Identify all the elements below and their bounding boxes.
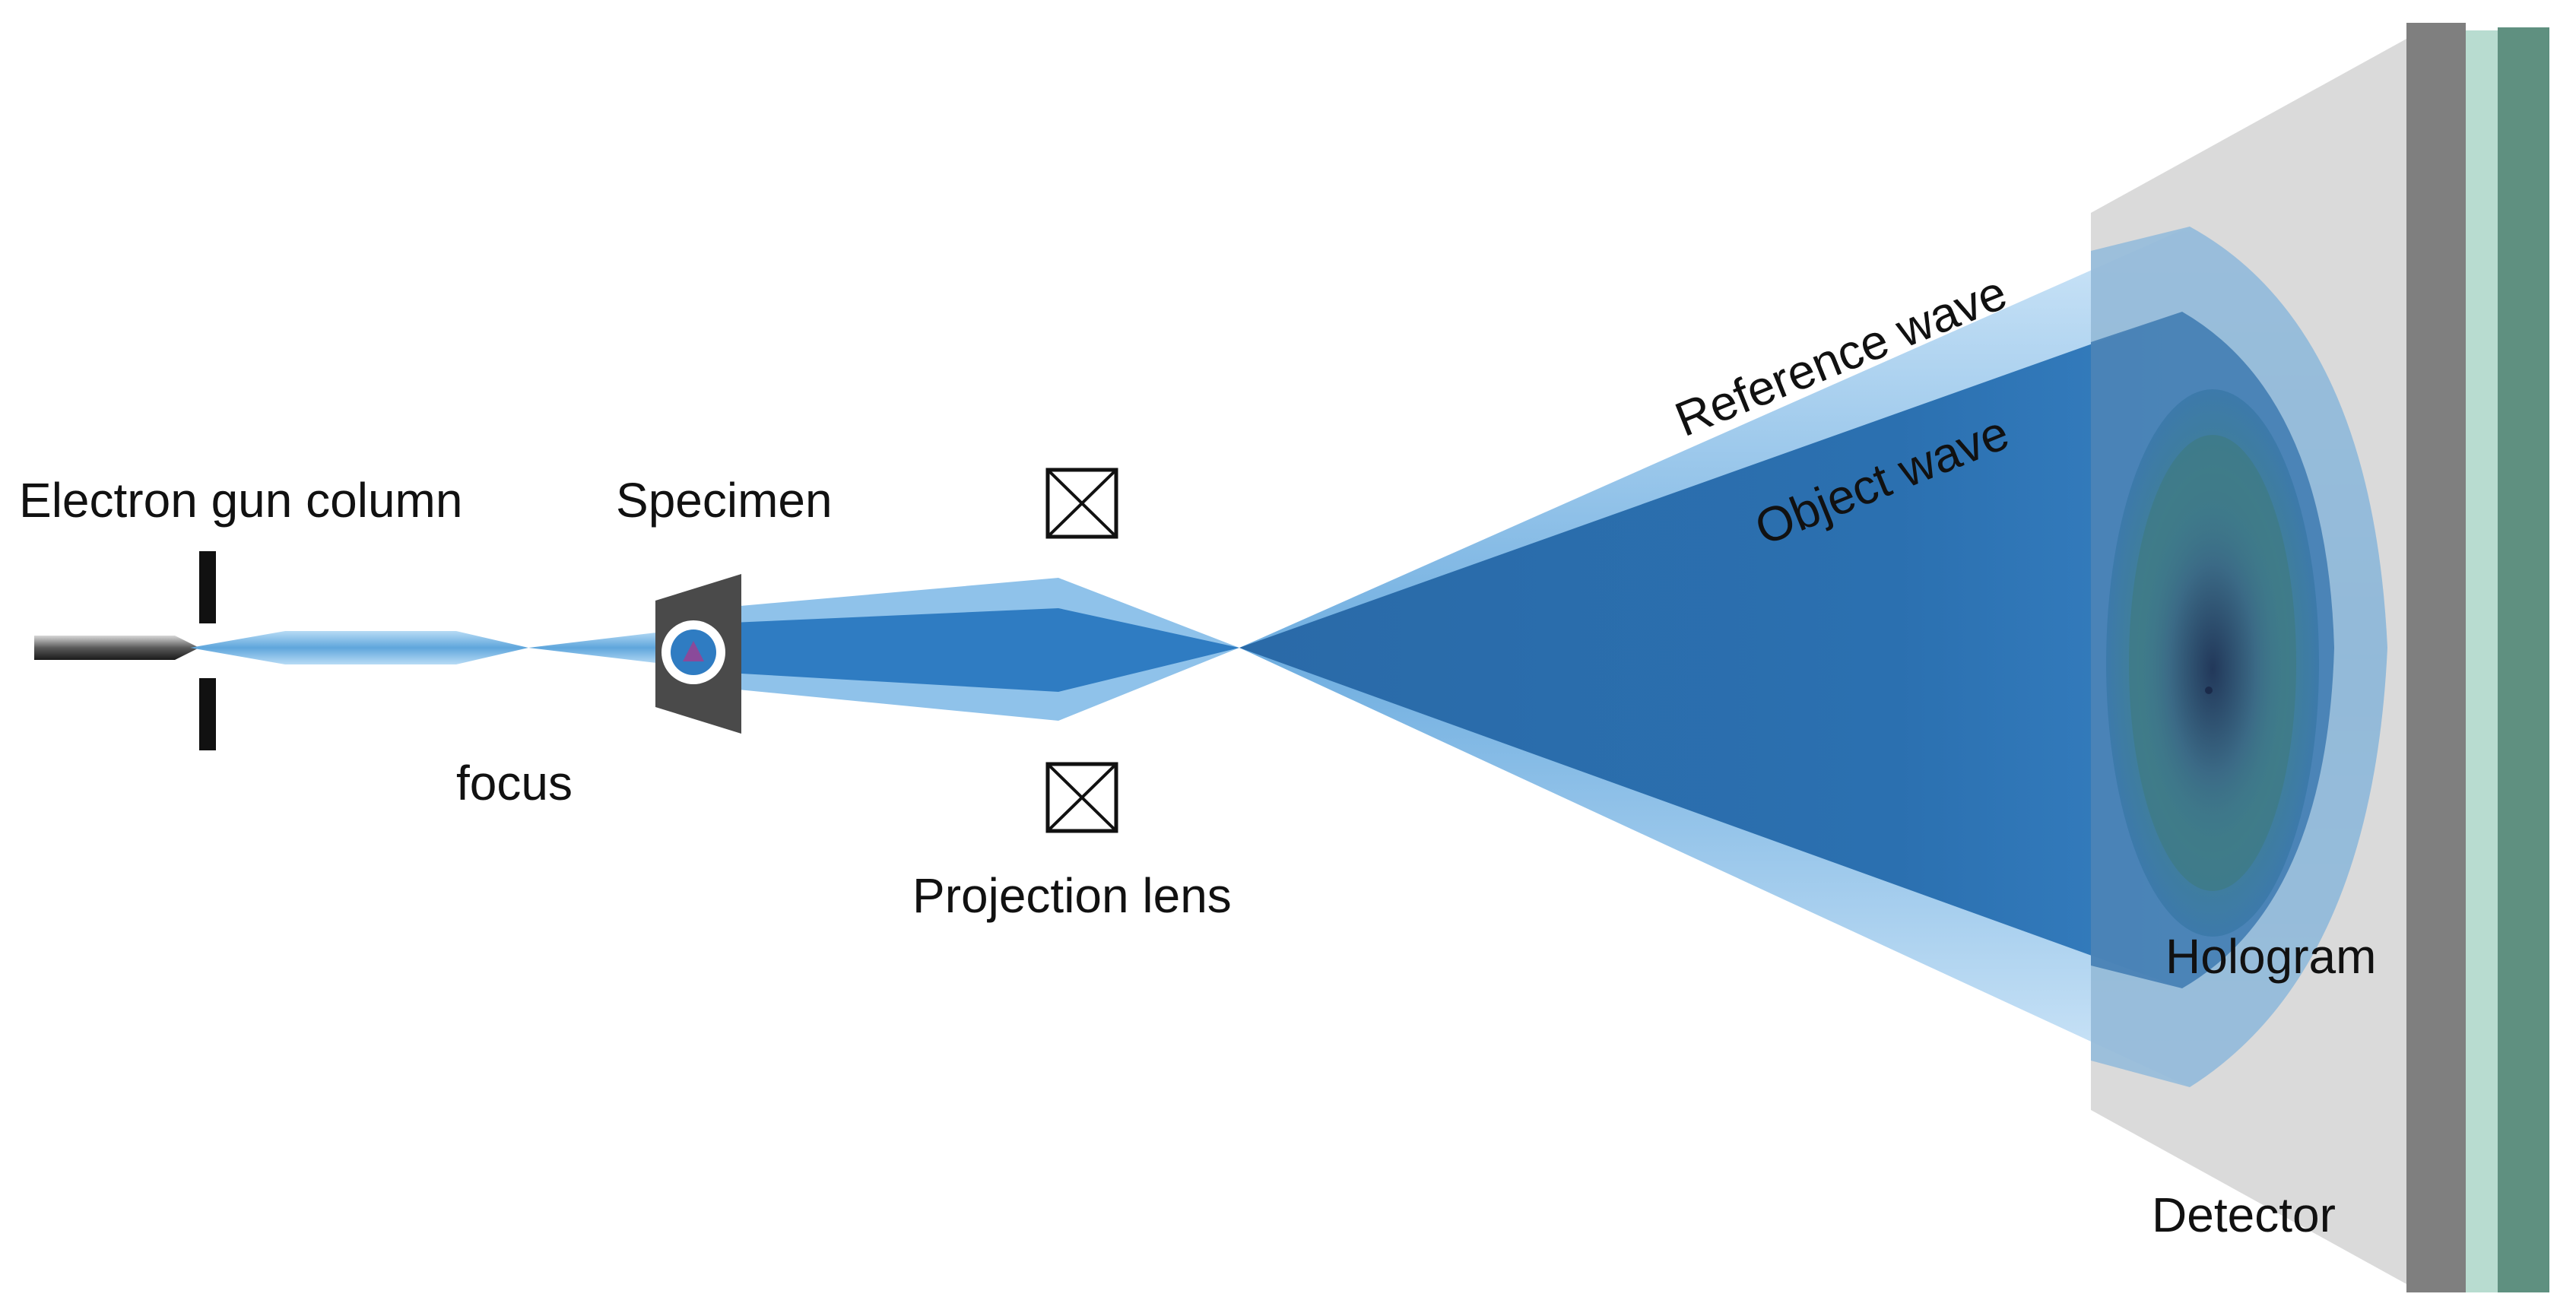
- beam-focus-to-specimen: [528, 631, 669, 664]
- electron-gun-column-label: Electron gun column: [19, 473, 462, 528]
- detector-plate-dark: [2406, 23, 2466, 1292]
- beam-specimen-to-lens-inner: [715, 608, 1239, 692]
- object-wave-cone: [1239, 312, 2334, 988]
- detector-plate-mint: [2466, 30, 2498, 1292]
- hologram-label: Hologram: [2165, 929, 2376, 984]
- electron-gun-tip: [34, 636, 199, 660]
- aperture-top-bar: [199, 551, 216, 623]
- projection-lens-label: Projection lens: [912, 868, 1232, 923]
- boxed-x-icon: [1045, 468, 1118, 539]
- detector-label: Detector: [2152, 1188, 2336, 1242]
- hologram-center-dot: [2205, 687, 2213, 694]
- beam-gun-to-focus: [190, 631, 528, 664]
- specimen-sample: [683, 641, 704, 661]
- hologram-core: [2140, 494, 2285, 844]
- focus-label: focus: [456, 756, 573, 810]
- detector-plate-green: [2498, 27, 2549, 1292]
- boxed-x-icon: [1045, 762, 1118, 833]
- aperture-bottom-bar: [199, 678, 216, 750]
- specimen-label: Specimen: [616, 473, 833, 528]
